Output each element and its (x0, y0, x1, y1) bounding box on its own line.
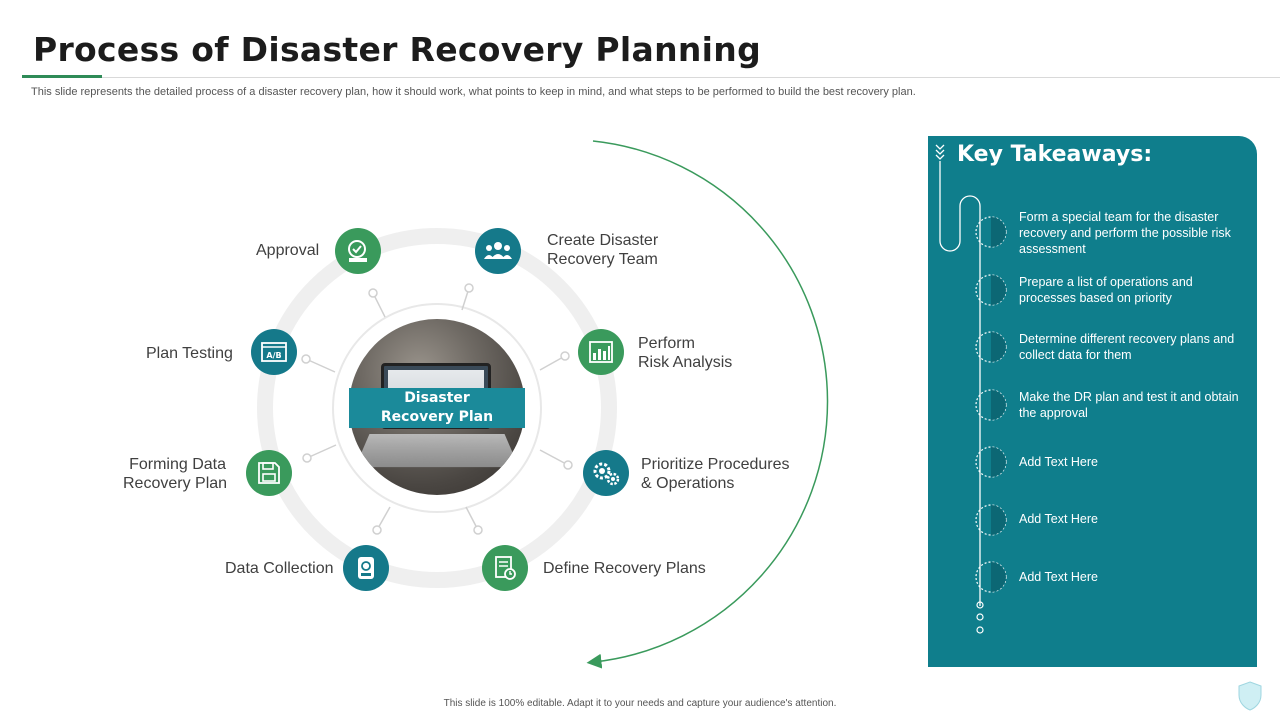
slide-footer: This slide is 100% editable. Adapt it to… (443, 698, 837, 709)
takeaway-item-6: Add Text Here (1019, 512, 1098, 526)
outer-ring (257, 228, 617, 588)
step-create-team-label: Create Disaster Recovery Team (547, 232, 659, 268)
title-accent-bar (22, 75, 102, 78)
takeaway-item-5: Add Text Here (1019, 455, 1098, 469)
connector-spokes (301, 283, 573, 535)
diagram-rings (257, 140, 829, 669)
title-divider (22, 77, 1280, 78)
center-label: Disaster Recovery Plan (349, 388, 525, 428)
center-label-line1: Disaster (404, 390, 470, 406)
takeaway-item-7: Add Text Here (1019, 570, 1098, 584)
step-risk-analysis-label: Perform Risk Analysis (638, 335, 733, 371)
ab-test-icon: A/B (261, 342, 287, 362)
chevrons-down-icon (935, 144, 945, 160)
step-plan-testing-label: Plan Testing (146, 345, 233, 362)
timeline-decoration (935, 144, 1007, 634)
stamp-icon (348, 240, 367, 262)
shield-icon (1238, 681, 1262, 711)
clipboard-clock-icon (495, 556, 516, 580)
inner-ring (332, 303, 542, 513)
step-data-collection-node (343, 545, 389, 591)
step-prioritize-label: Prioritize Procedures & Operations (641, 456, 790, 492)
step-prioritize-node (583, 450, 629, 496)
step-plan-testing-node: A/B (251, 329, 297, 375)
floppy-disk-icon (258, 462, 280, 484)
step-create-team-node (475, 228, 521, 274)
takeaway-item-2: Prepare a list of operations and process… (1019, 275, 1193, 305)
step-forming-plan-label: Forming Data Recovery Plan (123, 456, 228, 492)
svg-text:A/B: A/B (266, 351, 281, 360)
gears-icon (593, 462, 620, 486)
slide-title: Process of Disaster Recovery Planning (33, 30, 762, 69)
takeaway-item-1: Form a special team for the disaster rec… (1019, 210, 1231, 256)
takeaway-item-3: Determine different recovery plans and c… (1019, 332, 1235, 362)
step-define-plans-node (482, 545, 528, 591)
step-define-plans-label: Define Recovery Plans (543, 560, 706, 577)
step-approval-node (335, 228, 381, 274)
key-takeaways-panel: Key Takeaways: Form a special team for t… (928, 136, 1257, 667)
step-approval-label: Approval (256, 242, 320, 259)
key-takeaways-title: Key Takeaways: (957, 142, 1153, 167)
hard-drive-icon (358, 557, 374, 579)
step-risk-analysis-node (578, 329, 624, 375)
process-diagram: Disaster Recovery Plan Approval Create D… (123, 140, 829, 669)
takeaway-item-4: Make the DR plan and test it and obtain … (1019, 390, 1239, 420)
bar-chart-icon (589, 341, 613, 363)
step-forming-plan-node (246, 450, 292, 496)
cycle-arrow (586, 140, 829, 669)
step-data-collection-label: Data Collection (225, 560, 334, 577)
slide-subtitle: This slide represents the detailed proce… (31, 86, 916, 98)
team-icon (484, 242, 512, 259)
center-label-line2: Recovery Plan (380, 409, 494, 425)
